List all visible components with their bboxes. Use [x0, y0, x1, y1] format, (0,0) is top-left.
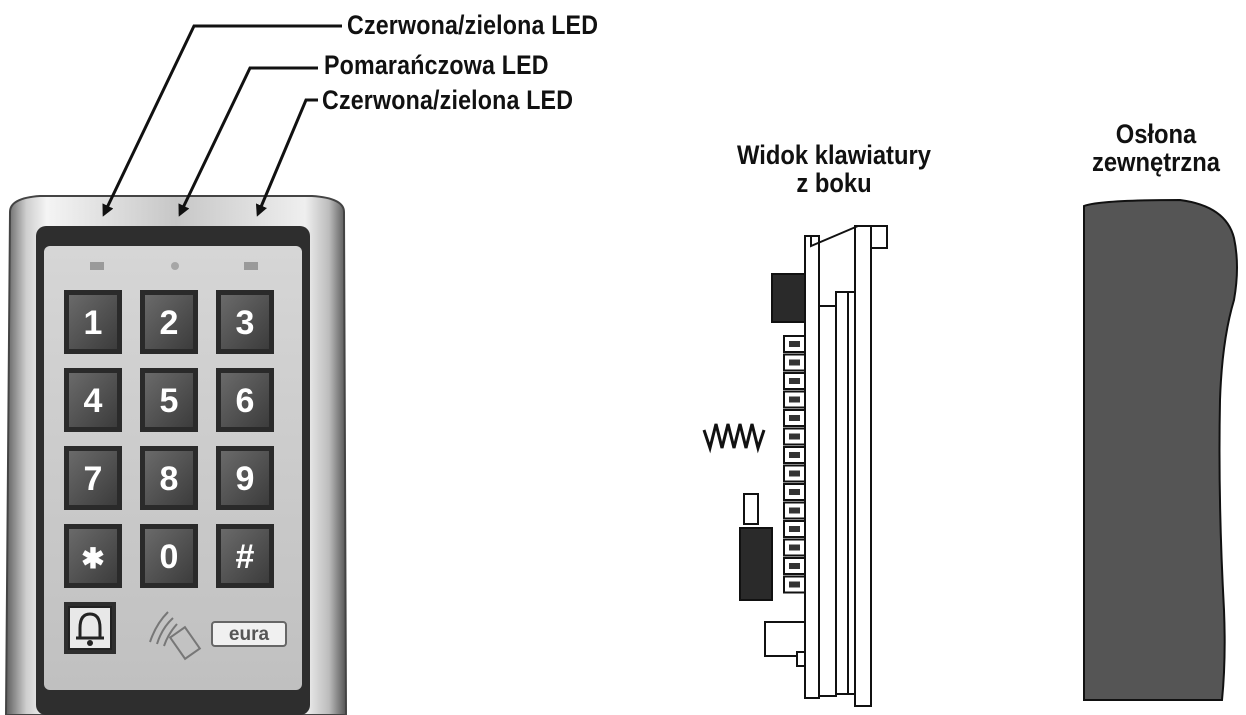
- key-label: 1: [84, 304, 103, 342]
- key-grid: 1 2 3 4 5 6 7 8 9 ✱ 0 #: [64, 290, 274, 588]
- keypad-front-view: 1 2 3 4 5 6 7 8 9 ✱ 0 # eura: [4, 195, 348, 715]
- label-outer-cover: Osłona zewnętrzna: [1068, 120, 1244, 176]
- key-2[interactable]: 2: [140, 290, 198, 354]
- label-led-red-green-bottom: Czerwona/zielona LED: [322, 85, 574, 115]
- key-label: #: [236, 538, 255, 576]
- key-8[interactable]: 8: [140, 446, 198, 510]
- key-hash[interactable]: #: [216, 524, 274, 588]
- outer-cover: [1083, 198, 1238, 701]
- svg-text:eura: eura: [229, 624, 270, 645]
- callout-arrow-led-left: [102, 24, 342, 217]
- key-7[interactable]: 7: [64, 446, 122, 510]
- key-label: 2: [160, 304, 179, 342]
- led-indicator-middle: [171, 262, 179, 270]
- key-label: 9: [236, 460, 255, 498]
- key-5[interactable]: 5: [140, 368, 198, 432]
- brand-logo: eura: [211, 621, 287, 647]
- key-label: 4: [84, 382, 103, 420]
- key-1[interactable]: 1: [64, 290, 122, 354]
- label-led-orange: Pomarańczowa LED: [324, 50, 549, 80]
- key-label: ✱: [81, 543, 104, 574]
- key-label: 0: [160, 538, 179, 576]
- label-side-view-line2: z boku: [796, 168, 872, 198]
- key-label: 5: [160, 382, 179, 420]
- key-label: 8: [160, 460, 179, 498]
- key-6[interactable]: 6: [216, 368, 274, 432]
- callout-arrow-led-right: [255, 98, 318, 217]
- led-indicator-left: [90, 262, 104, 270]
- label-side-view-line1: Widok klawiatury: [737, 140, 931, 170]
- contactless-card-icon: [149, 611, 202, 661]
- key-label: 6: [236, 382, 255, 420]
- led-callout-arrows: [102, 24, 342, 217]
- key-0[interactable]: 0: [140, 524, 198, 588]
- bell-button[interactable]: [64, 602, 116, 654]
- bell-icon: [76, 612, 104, 646]
- tamper-spring: [702, 423, 766, 454]
- keypad-side-view: [702, 225, 888, 707]
- key-9[interactable]: 9: [216, 446, 274, 510]
- key-star[interactable]: ✱: [64, 524, 122, 588]
- label-side-view: Widok klawiatury z boku: [711, 141, 957, 197]
- label-led-red-green-top: Czerwona/zielona LED: [347, 10, 599, 40]
- terminal-block: [783, 335, 806, 594]
- key-3[interactable]: 3: [216, 290, 274, 354]
- key-label: 3: [236, 304, 255, 342]
- led-indicator-right: [244, 262, 258, 270]
- label-outer-cover-line2: zewnętrzna: [1091, 147, 1221, 177]
- key-label: 7: [84, 460, 103, 498]
- key-4[interactable]: 4: [64, 368, 122, 432]
- label-outer-cover-line1: Osłona: [1115, 119, 1197, 149]
- callout-arrow-led-middle: [178, 66, 318, 217]
